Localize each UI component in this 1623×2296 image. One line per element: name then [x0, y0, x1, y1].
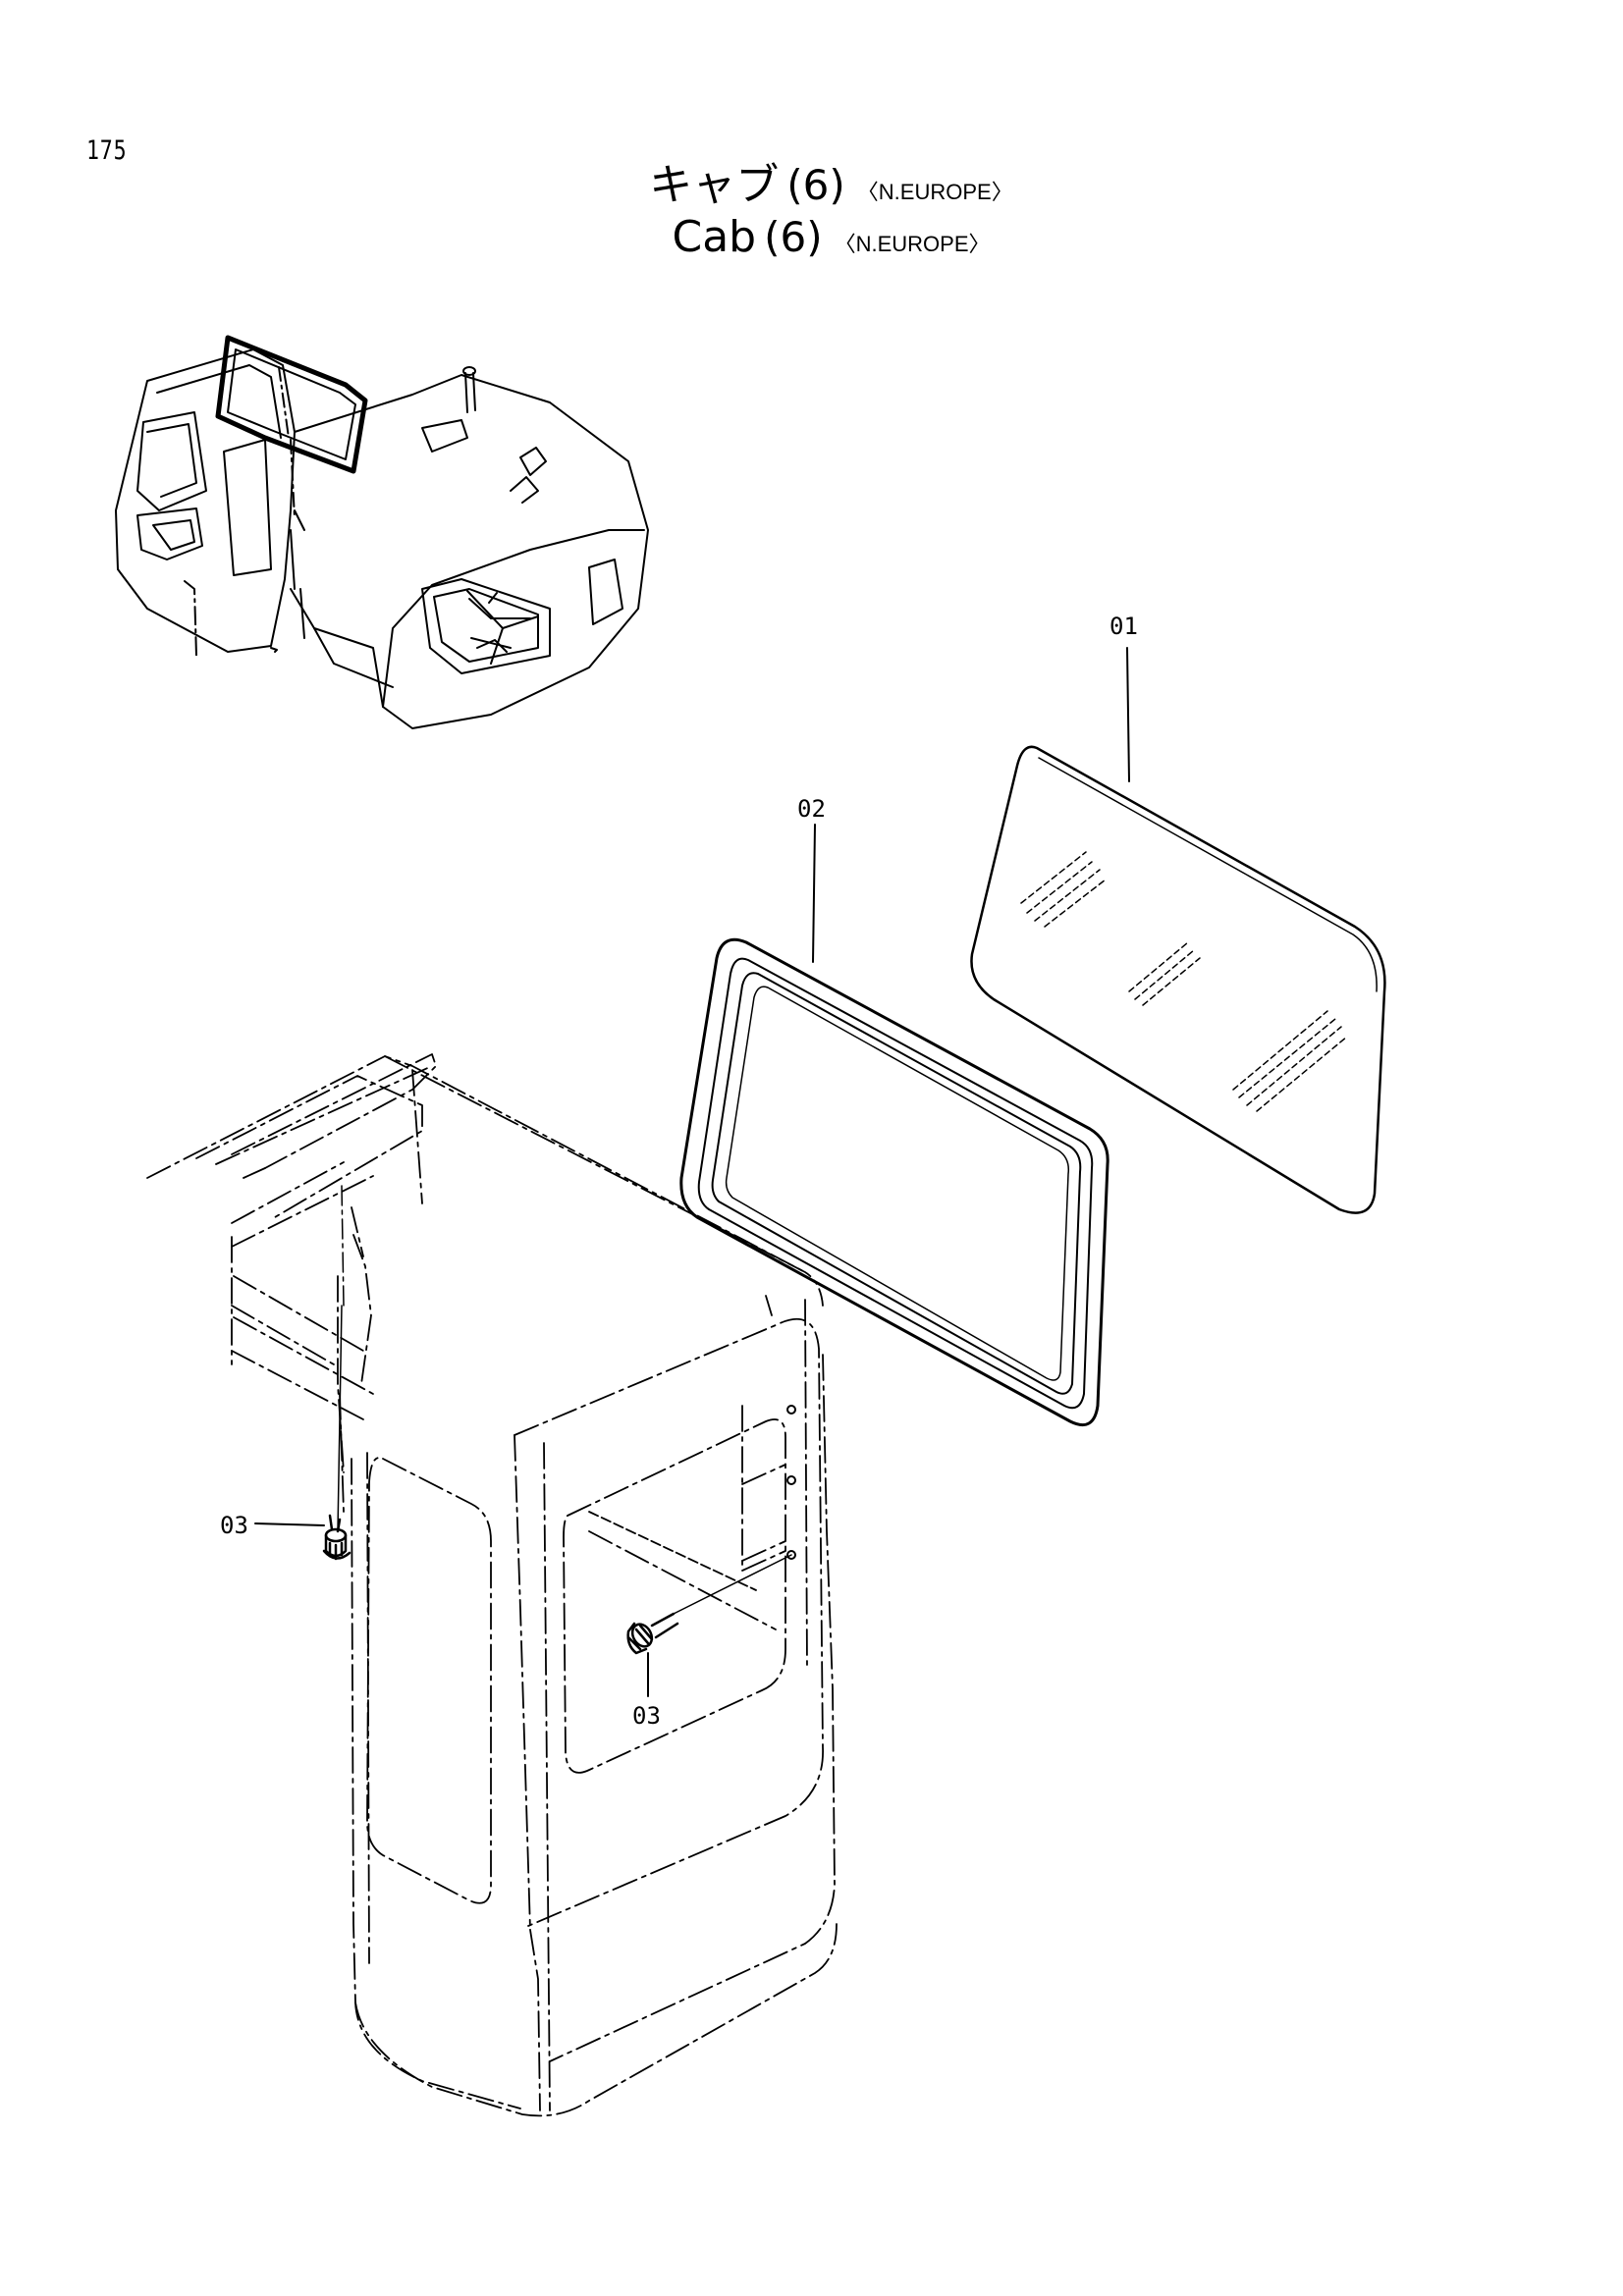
title-english: Cab(6) 〈N.EUROPE〉	[0, 212, 1623, 262]
title-en-region: 〈N.EUROPE〉	[834, 232, 991, 256]
title-en-variant: (6)	[764, 213, 823, 261]
callout-02-label: 02	[797, 795, 826, 823]
callout-03-left-label: 03	[220, 1512, 248, 1539]
cab-body-phantom	[146, 1053, 838, 2117]
seal-gasket	[679, 937, 1109, 1426]
title-japanese: キャブ(6) 〈N.EUROPE〉	[0, 149, 1623, 212]
page-number: 175	[86, 135, 128, 166]
bolt-holes	[786, 1405, 796, 1560]
title-jp-region: 〈N.EUROPE〉	[856, 180, 1013, 204]
callout-01-label: 01	[1109, 613, 1138, 640]
bolt-right	[626, 1612, 679, 1655]
title-jp-variant: (6)	[786, 161, 845, 209]
bolt-left	[322, 1514, 352, 1561]
bolt-center-lines	[337, 1185, 792, 1615]
glass-panel	[970, 745, 1386, 1214]
callout-03-right-label: 03	[632, 1702, 661, 1730]
title-jp-text: キャブ	[649, 160, 780, 210]
title-en-text: Cab	[672, 212, 757, 262]
locator-machine-illustration	[115, 335, 649, 729]
callout-leaders	[254, 647, 1130, 1697]
